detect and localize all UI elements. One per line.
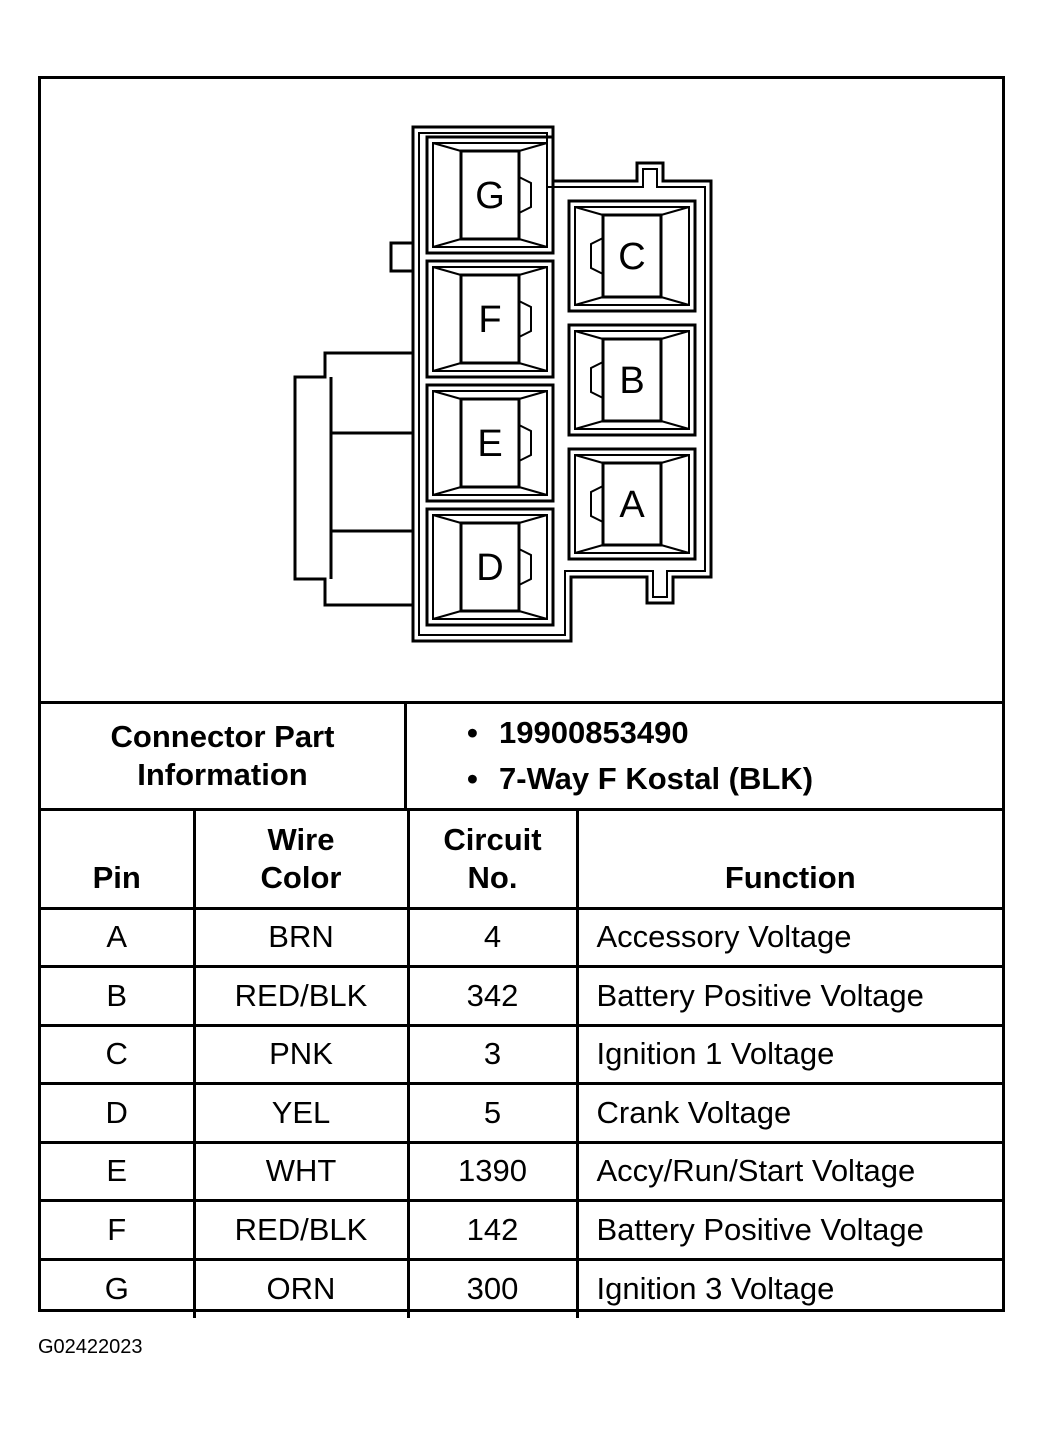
pin-cell: E: [41, 1142, 196, 1202]
part-info-label: Connector Part Information: [41, 704, 407, 808]
cavity-pin: A: [567, 447, 697, 561]
cavity-pin: B: [567, 323, 697, 437]
cavity-pin: D: [425, 507, 555, 627]
circuit-cell: 3: [408, 1025, 579, 1085]
left-cavity-column: G F E D: [425, 135, 555, 627]
pin-label: G: [475, 175, 505, 217]
pin-label: C: [618, 236, 645, 278]
function-cell: Ignition 1 Voltage: [577, 1025, 1002, 1085]
pin-cell: A: [41, 908, 196, 968]
cavity-pin: F: [425, 259, 555, 379]
circuit-cell: 1390: [408, 1142, 579, 1202]
header-pin: Pin: [41, 811, 196, 910]
wire-color-cell: ORN: [194, 1259, 410, 1318]
pin-cell: D: [41, 1083, 196, 1144]
connector-body-outline: [411, 125, 713, 643]
circuit-cell: 5: [408, 1083, 579, 1144]
function-cell: Accessory Voltage: [577, 908, 1002, 968]
pin-cell: G: [41, 1259, 196, 1318]
wire-color-cell: RED/BLK: [194, 1200, 410, 1261]
pin-label: D: [476, 547, 503, 589]
wire-color-cell: RED/BLK: [194, 966, 410, 1027]
pin-label: A: [619, 484, 645, 526]
pin-cell: B: [41, 966, 196, 1027]
part-number: 19900853490: [499, 715, 689, 750]
function-cell: Ignition 3 Voltage: [596, 1271, 835, 1306]
part-info-values: • 19900853490 • 7-Way F Kostal (BLK): [407, 704, 1002, 808]
connector-description-line: • 7-Way F Kostal (BLK): [467, 756, 1002, 802]
part-info-label-line2: Information: [137, 757, 308, 792]
function-cell: Battery Positive Voltage: [577, 966, 1002, 1027]
part-info-label-line1: Connector Part: [110, 719, 335, 754]
cavity-pin: E: [425, 383, 555, 503]
cavity-pin: G: [425, 135, 555, 255]
pin-cell: C: [41, 1025, 196, 1085]
connector-face-diagram: G F E D C B A: [293, 125, 713, 643]
right-cavity-column: C B A: [567, 199, 697, 561]
function-cell: Battery Positive Voltage: [577, 1200, 1002, 1261]
circuit-cell: 142: [408, 1200, 579, 1261]
pin-label: F: [478, 299, 501, 341]
bullet-icon: •: [467, 715, 478, 750]
wire-color-cell: YEL: [194, 1083, 410, 1144]
connector-description: 7-Way F Kostal (BLK): [499, 761, 814, 796]
connector-side-tab: [389, 241, 415, 273]
bullet-icon: •: [467, 761, 478, 796]
pin-cell: F: [41, 1200, 196, 1261]
circuit-cell: 300: [408, 1259, 579, 1318]
wire-color-cell: BRN: [194, 908, 410, 968]
connector-lock-housing-inner: [329, 377, 413, 579]
pin-label: E: [477, 423, 502, 465]
figure-id: G02422023: [38, 1336, 143, 1358]
circuit-cell: 342: [408, 966, 579, 1027]
part-number-line: • 19900853490: [467, 710, 1002, 756]
circuit-cell: 4: [408, 908, 579, 968]
connector-lock-housing: [293, 351, 413, 607]
function-cell: Crank Voltage: [577, 1083, 1002, 1144]
pin-label: B: [619, 360, 644, 402]
function-cell: Accy/Run/Start Voltage: [577, 1142, 1002, 1202]
wire-color-cell: PNK: [194, 1025, 410, 1085]
connector-part-info: Connector Part Information • 19900853490 …: [41, 701, 1002, 811]
wire-color-cell: WHT: [194, 1142, 410, 1202]
connector-body-inner-outline: [418, 132, 706, 636]
cavity-pin: C: [567, 199, 697, 313]
header-function: Function: [577, 811, 1002, 910]
